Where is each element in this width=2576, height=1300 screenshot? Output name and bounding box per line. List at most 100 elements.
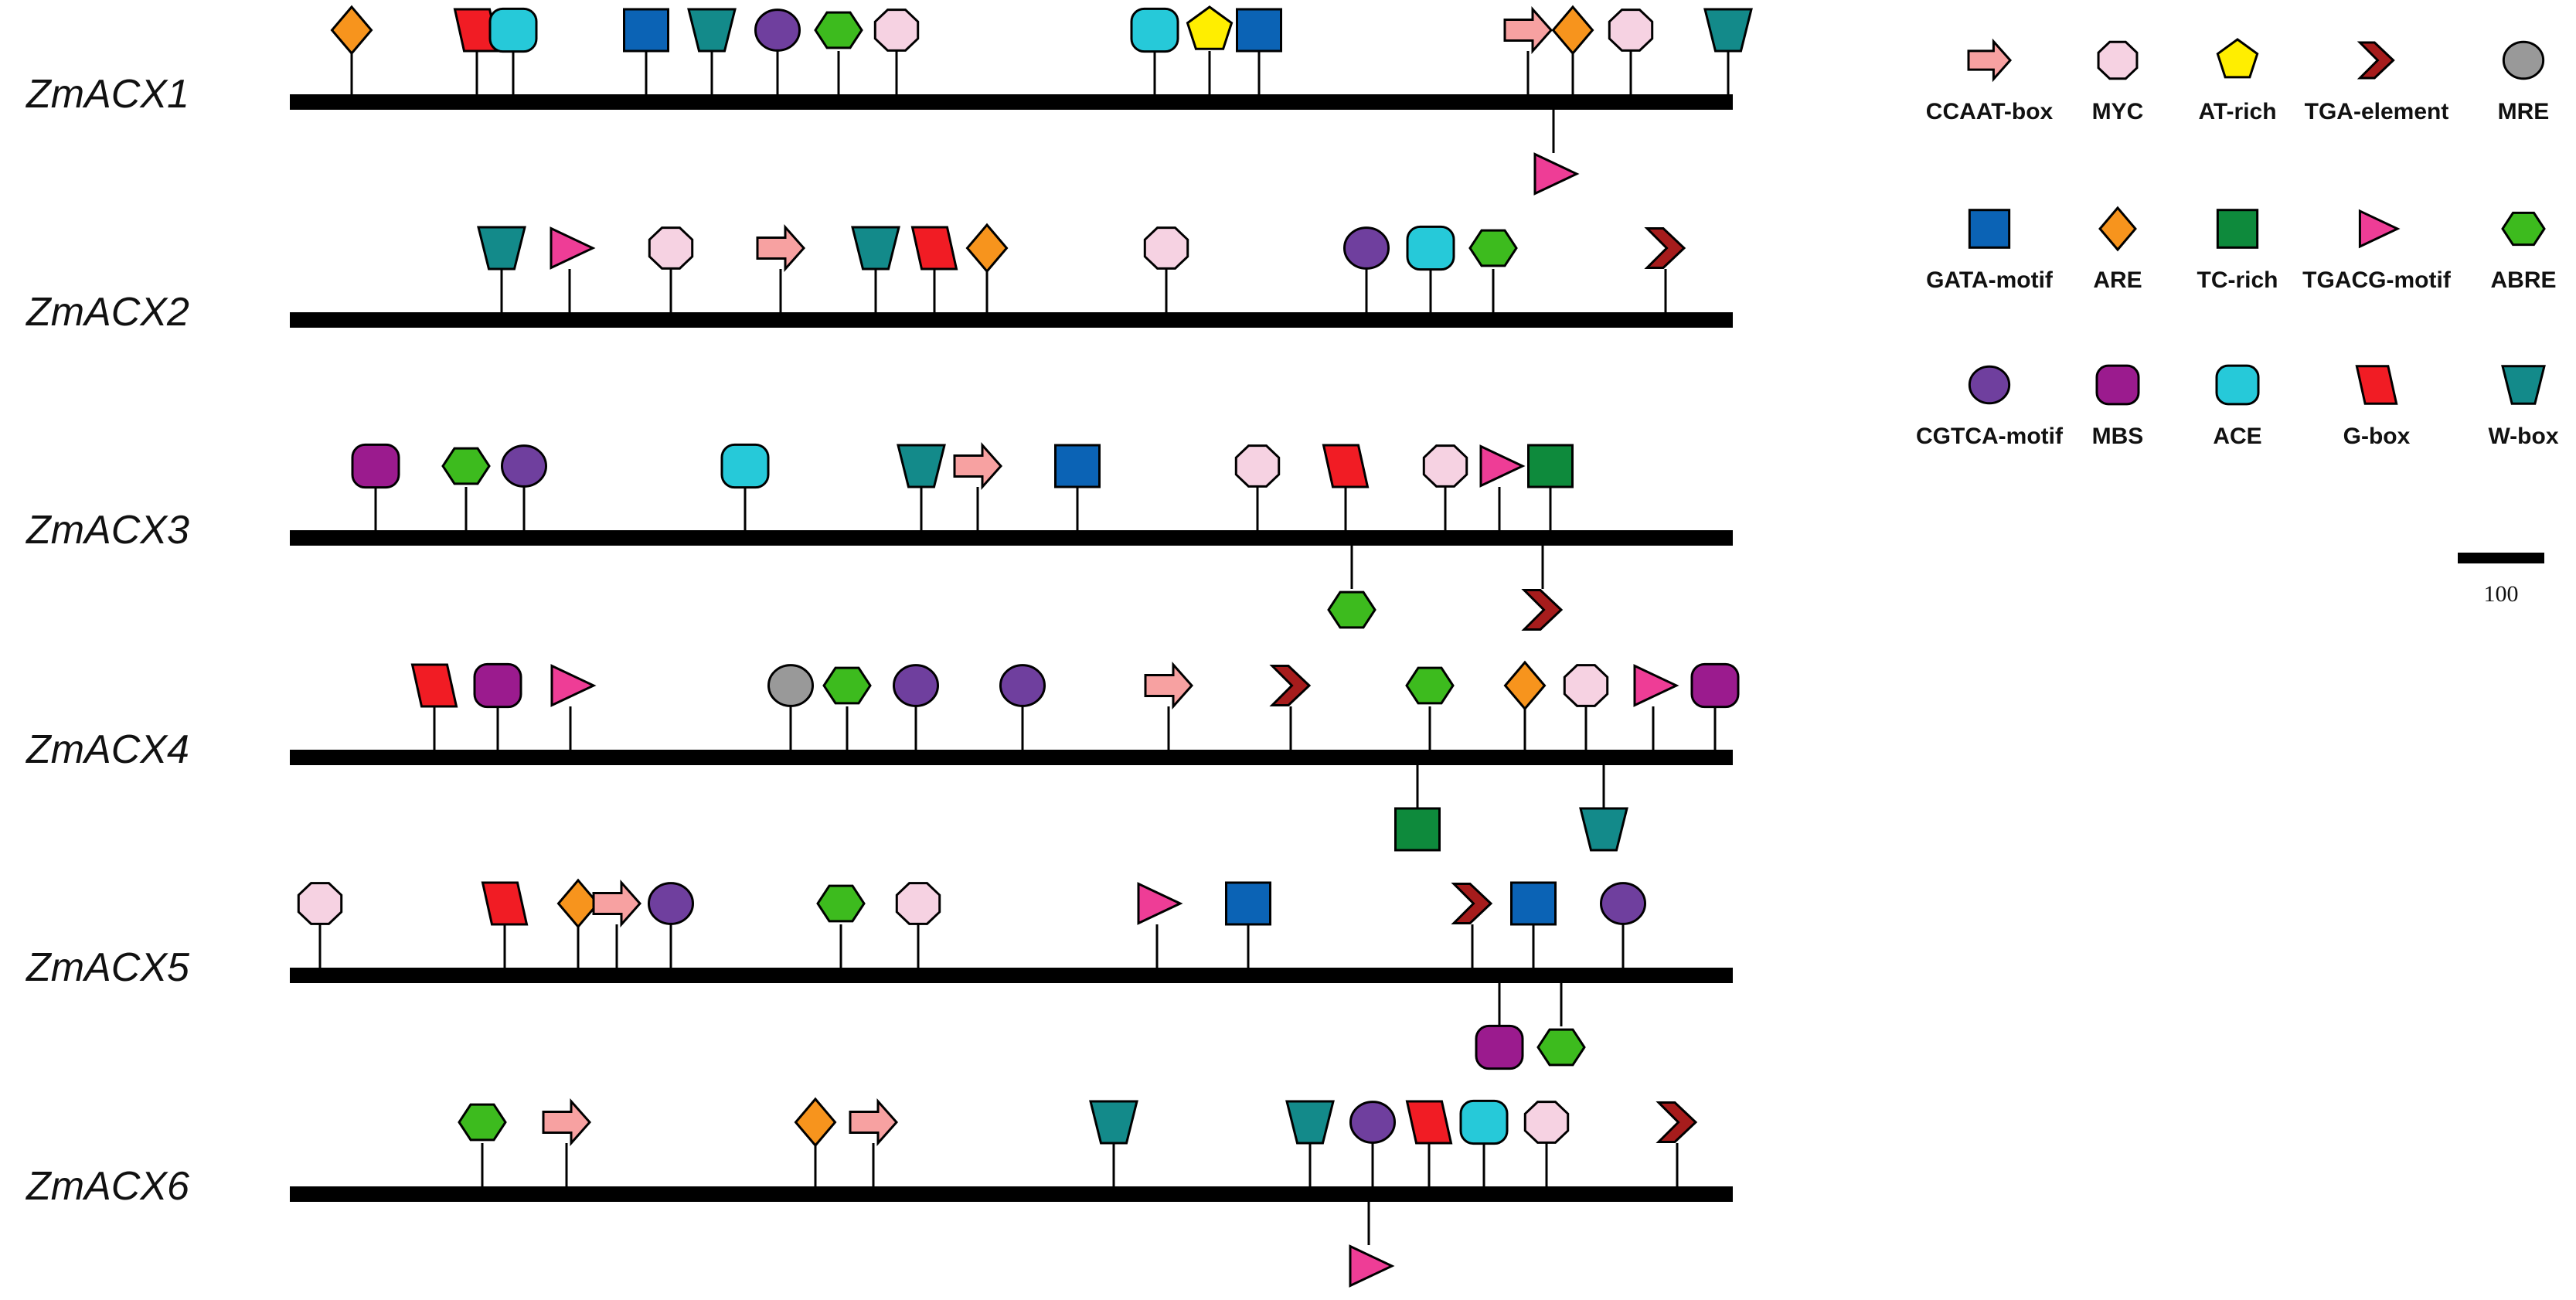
w-box-element-icon xyxy=(897,444,946,488)
abre-icon xyxy=(2501,211,2546,247)
gata-motif-element-icon xyxy=(1225,881,1271,926)
ccaat-box-element-icon xyxy=(1503,6,1553,54)
legend-label: TGACG-motif xyxy=(2302,267,2452,293)
myc-element-icon xyxy=(1608,9,1654,52)
cgtca-motif-element-icon xyxy=(754,9,801,52)
at-rich-icon xyxy=(2216,38,2259,79)
tgacg-motif-icon xyxy=(2358,209,2401,249)
abre-element-icon xyxy=(822,666,872,705)
myc-icon xyxy=(2097,40,2139,80)
w-box-element-icon xyxy=(1703,8,1753,53)
tc-rich-element-icon xyxy=(1394,807,1441,852)
myc-element-icon xyxy=(1422,444,1468,488)
g-box-element-icon xyxy=(410,663,458,708)
gene-row-zmacx5: ZmACX5 xyxy=(25,878,1733,1070)
myc-element-icon xyxy=(648,226,694,270)
g-box-element-icon xyxy=(910,226,958,271)
cgtca-motif-icon xyxy=(1968,365,2011,405)
myc-element-icon xyxy=(1563,664,1609,707)
legend-label: GATA-motif xyxy=(1926,267,2054,293)
abre-element-icon xyxy=(814,11,863,49)
ace-element-icon xyxy=(1130,7,1179,53)
cgtca-motif-element-icon xyxy=(999,664,1046,707)
legend-label: MYC xyxy=(2092,99,2144,124)
tgacg-motif-element-icon xyxy=(1137,882,1183,925)
tga-element-element-icon xyxy=(1269,665,1312,706)
are-element-icon xyxy=(794,1097,837,1148)
ccaat-box-element-icon xyxy=(756,224,806,272)
gata-motif-element-icon xyxy=(1236,8,1282,53)
ccaat-box-icon xyxy=(1967,38,2013,83)
are-icon xyxy=(2098,206,2137,252)
at-rich-element-icon xyxy=(1186,5,1234,50)
mre-element-icon xyxy=(767,664,814,707)
are-element-icon xyxy=(965,223,1009,274)
tgacg-motif-element-icon xyxy=(550,664,597,707)
gene-label: ZmACX5 xyxy=(25,945,190,990)
cgtca-motif-element-icon xyxy=(648,882,694,925)
gata-motif-element-icon xyxy=(623,8,669,53)
tga-element-icon xyxy=(2357,41,2395,80)
w-box-icon xyxy=(2501,365,2546,405)
myc-element-icon xyxy=(1234,444,1281,488)
mre-icon xyxy=(2502,40,2545,80)
are-element-icon xyxy=(1551,5,1594,56)
myc-element-icon xyxy=(873,9,920,52)
w-box-element-icon xyxy=(687,8,737,53)
legend-label: ACE xyxy=(2213,424,2261,449)
abre-element-icon xyxy=(458,1103,507,1142)
legend-label: ARE xyxy=(2093,267,2142,293)
legend-label: AT-rich xyxy=(2198,99,2276,124)
myc-element-icon xyxy=(895,882,941,925)
w-box-element-icon xyxy=(1285,1100,1335,1145)
myc-element-icon xyxy=(1523,1101,1570,1144)
promoter-line xyxy=(290,530,1733,546)
abre-element-icon xyxy=(1405,666,1455,705)
legend-label: TGA-element xyxy=(2305,99,2449,124)
scale-bar: 100 xyxy=(2458,553,2544,607)
abre-element-icon xyxy=(441,447,491,485)
abre-element-icon xyxy=(1536,1028,1586,1067)
ace-element-icon xyxy=(488,7,538,53)
cgtca-motif-element-icon xyxy=(1343,226,1390,270)
are-element-icon xyxy=(330,5,373,56)
tga-element-element-icon xyxy=(1644,227,1686,269)
cgtca-motif-element-icon xyxy=(1349,1101,1396,1144)
gene-row-zmacx6: ZmACX6 xyxy=(25,1097,1733,1288)
abre-element-icon xyxy=(1327,590,1376,629)
g-box-element-icon xyxy=(481,881,529,926)
gene-label: ZmACX6 xyxy=(25,1164,189,1209)
ccaat-box-element-icon xyxy=(953,442,1003,490)
w-box-element-icon xyxy=(851,226,900,271)
gene-row-zmacx3: ZmACX3 xyxy=(25,442,1733,631)
tga-element-element-icon xyxy=(1451,883,1493,924)
gene-row-zmacx1: ZmACX1 xyxy=(25,5,1753,196)
scale-bar-label: 100 xyxy=(2484,581,2519,607)
tc-rich-icon xyxy=(2216,209,2259,249)
ccaat-box-element-icon xyxy=(592,880,642,927)
ace-element-icon xyxy=(1459,1099,1509,1145)
w-box-element-icon xyxy=(1089,1100,1138,1145)
mbs-element-icon xyxy=(1690,662,1740,709)
cgtca-motif-element-icon xyxy=(893,664,939,707)
g-box-element-icon xyxy=(1405,1100,1453,1145)
tgacg-motif-element-icon xyxy=(1479,444,1526,488)
promoter-line xyxy=(290,94,1733,110)
legend-label: MBS xyxy=(2092,424,2144,449)
gene-label: ZmACX1 xyxy=(25,72,189,117)
w-box-element-icon xyxy=(1579,807,1628,852)
tc-rich-element-icon xyxy=(1527,444,1574,488)
are-element-icon xyxy=(556,878,600,929)
abre-element-icon xyxy=(1468,229,1518,267)
promoter-line xyxy=(290,1186,1733,1202)
myc-element-icon xyxy=(297,882,343,925)
gata-motif-element-icon xyxy=(1054,444,1101,488)
tgacg-motif-element-icon xyxy=(1633,664,1679,707)
cgtca-motif-element-icon xyxy=(501,444,547,488)
mbs-element-icon xyxy=(351,443,400,489)
tga-element-element-icon xyxy=(1521,589,1564,631)
ccaat-box-element-icon xyxy=(1144,662,1194,710)
cgtca-motif-element-icon xyxy=(1600,882,1646,925)
